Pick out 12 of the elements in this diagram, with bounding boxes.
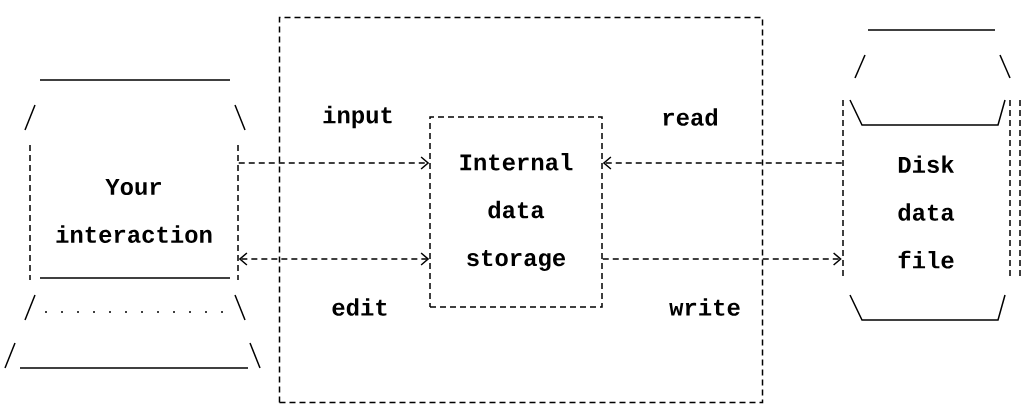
arrow: [238, 156, 430, 170]
arrow: [602, 252, 842, 266]
terminal-drawing: Your interaction: [4, 79, 261, 369]
arrow: [602, 156, 843, 170]
storage-box: Internal data storage: [429, 116, 603, 308]
edge-label: read: [660, 107, 720, 127]
arrow: [238, 252, 430, 266]
edge-label: input: [321, 104, 395, 130]
program-box: [278, 16, 764, 404]
edge-label: write: [668, 297, 742, 317]
disk-drawing: Disk data file: [842, 29, 1021, 321]
edge-label: edit: [330, 297, 390, 317]
